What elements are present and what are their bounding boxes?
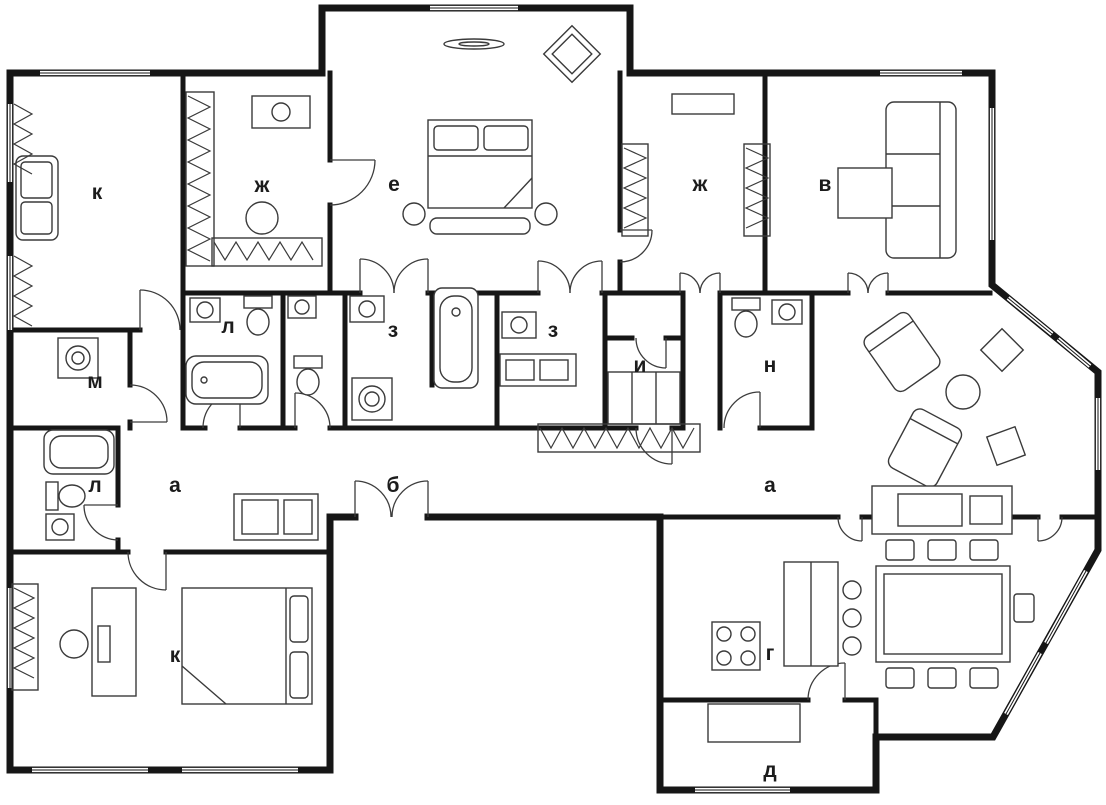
door-arc bbox=[837, 516, 863, 542]
radiator-icon bbox=[12, 103, 34, 175]
window bbox=[1056, 337, 1092, 368]
room-label-v: в bbox=[819, 173, 832, 196]
round-table bbox=[945, 374, 981, 410]
room-label-a-right: а bbox=[764, 474, 776, 497]
wardrobe bbox=[621, 93, 771, 237]
kitchen-island bbox=[783, 561, 839, 667]
double-bed bbox=[427, 119, 533, 209]
furniture bbox=[11, 24, 1035, 743]
hall-cabinet bbox=[233, 493, 319, 541]
doors bbox=[83, 159, 1063, 701]
windows bbox=[7, 5, 1101, 793]
room-labels: к ж е ж в л м з з и н л а б а к г д bbox=[87, 173, 831, 782]
desk bbox=[59, 587, 137, 697]
sink bbox=[349, 295, 385, 323]
tv-console bbox=[871, 485, 1013, 535]
bathtub bbox=[43, 429, 115, 475]
nightstand bbox=[534, 202, 558, 226]
sink bbox=[189, 297, 221, 323]
room-label-l-low: л bbox=[88, 474, 101, 497]
washing-machine bbox=[351, 377, 393, 421]
room-label-a-left: а bbox=[169, 474, 181, 497]
room-label-m: м bbox=[87, 370, 103, 393]
door-arc bbox=[127, 551, 167, 591]
ceiling-light-icon bbox=[443, 38, 505, 50]
side-table bbox=[979, 327, 1025, 373]
door-arc bbox=[329, 159, 376, 206]
room-label-k-top: к bbox=[92, 181, 103, 204]
bed-bench bbox=[429, 217, 531, 235]
storage-cabinet bbox=[707, 703, 801, 743]
decor-mirror bbox=[542, 24, 602, 84]
nightstand bbox=[402, 202, 426, 226]
door-arc bbox=[635, 427, 673, 465]
door-arc-double bbox=[847, 272, 889, 294]
vanity-sink bbox=[251, 95, 311, 129]
door-arc bbox=[635, 337, 667, 369]
window bbox=[1004, 651, 1042, 716]
room-label-i: и bbox=[634, 354, 647, 377]
bathtub bbox=[185, 355, 269, 405]
room-label-g: г bbox=[766, 642, 775, 665]
room-label-e: е bbox=[388, 173, 400, 196]
stove bbox=[711, 621, 761, 671]
toilet bbox=[45, 481, 86, 511]
bar-stools bbox=[842, 580, 862, 656]
door-arc-double bbox=[537, 260, 603, 294]
window bbox=[1006, 296, 1054, 336]
dining-chairs bbox=[885, 539, 1035, 689]
room-label-b: б bbox=[387, 474, 400, 497]
sink bbox=[45, 513, 75, 541]
dining-table bbox=[875, 565, 1011, 663]
toilet bbox=[243, 295, 273, 336]
room-label-d: д bbox=[763, 759, 776, 782]
room-label-zh-left: ж bbox=[254, 174, 271, 197]
shelving bbox=[607, 371, 681, 425]
sink bbox=[287, 295, 317, 319]
toilet bbox=[731, 297, 761, 338]
washing-machine bbox=[57, 337, 99, 379]
sofa bbox=[15, 155, 59, 241]
window bbox=[1044, 569, 1088, 645]
room-label-k-low: к bbox=[170, 644, 181, 667]
sofa bbox=[885, 101, 957, 259]
room-label-z-right: з bbox=[548, 319, 558, 342]
wardrobe bbox=[11, 583, 39, 691]
sink bbox=[501, 311, 537, 339]
wardrobe bbox=[185, 91, 323, 267]
door-arc-double bbox=[359, 258, 429, 294]
door-arc-double bbox=[679, 272, 721, 294]
door-arc bbox=[723, 391, 761, 429]
armchair bbox=[863, 311, 941, 393]
room-label-l-mid: л bbox=[221, 315, 234, 338]
coffee-table bbox=[837, 167, 893, 219]
bathtub bbox=[433, 287, 479, 389]
room-label-zh-right: ж bbox=[692, 173, 709, 196]
side-table bbox=[985, 425, 1027, 467]
door-arc bbox=[129, 384, 168, 423]
wardrobe bbox=[537, 423, 701, 453]
door-arc bbox=[1037, 516, 1063, 542]
sink bbox=[771, 299, 803, 325]
pouf bbox=[245, 201, 279, 235]
armchair bbox=[887, 408, 963, 488]
toilet bbox=[293, 355, 323, 396]
door-arc bbox=[807, 662, 846, 701]
door-arc bbox=[139, 289, 181, 331]
room-label-z-left: з bbox=[388, 319, 398, 342]
door-arc-double bbox=[354, 480, 429, 518]
vanity-counter bbox=[499, 353, 577, 387]
double-bed bbox=[181, 587, 313, 705]
door-arc bbox=[83, 504, 119, 541]
room-label-n: н bbox=[764, 354, 777, 377]
door-arc bbox=[294, 392, 331, 429]
radiator-icon bbox=[12, 255, 34, 327]
door-arc bbox=[619, 229, 653, 263]
